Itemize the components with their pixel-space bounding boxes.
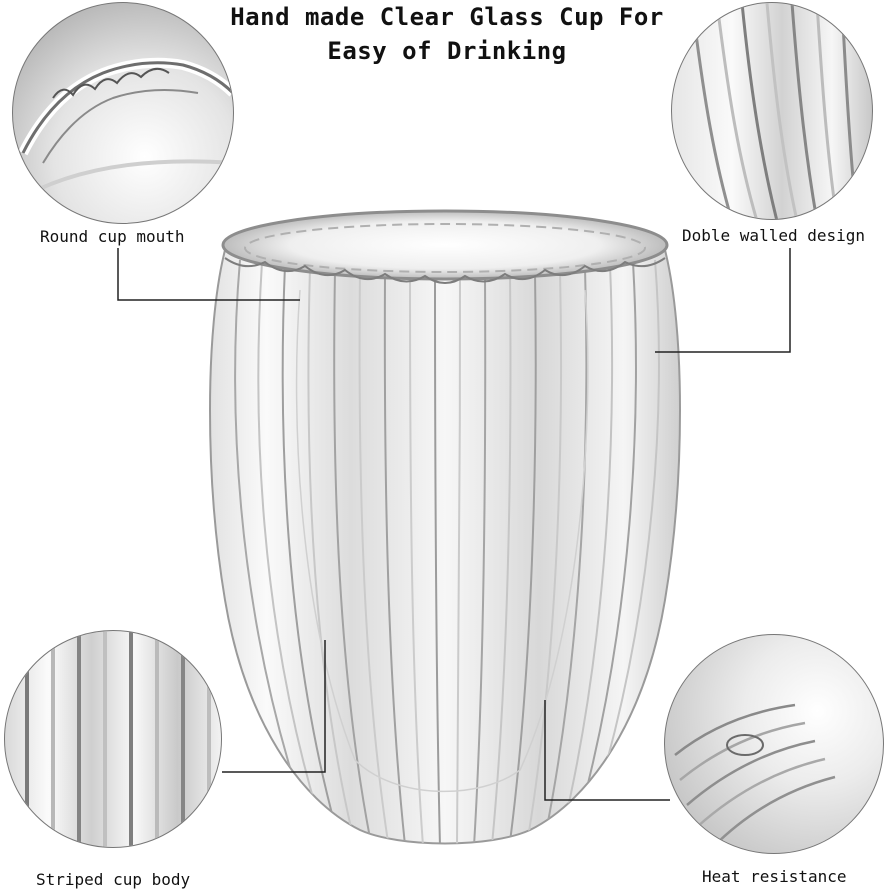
callout-heat-resistance: Heat resistance (702, 867, 847, 886)
detail-circle-double-wall (671, 2, 873, 220)
cup-body (209, 249, 681, 845)
leader-line-double-walled (655, 248, 791, 353)
title-line-1: Hand made Clear Glass Cup For (230, 3, 664, 31)
cup-mouth (221, 209, 669, 284)
detail-circle-rim (12, 2, 234, 224)
callout-striped-cup-body: Striped cup body (36, 870, 191, 889)
callout-double-walled-design: Doble walled design (682, 226, 866, 245)
title-line-2: Easy of Drinking (327, 37, 567, 65)
leader-line-striped-body (222, 640, 326, 773)
leader-line-heat-resistance (544, 700, 670, 801)
callout-leader-lines (117, 248, 791, 801)
callout-round-cup-mouth: Round cup mouth (40, 227, 185, 246)
leader-line-round-mouth (117, 248, 300, 301)
detail-circle-heat-resistance (664, 634, 884, 854)
page-title: Hand made Clear Glass Cup For Easy of Dr… (150, 0, 744, 68)
detail-circle-striped-body (4, 630, 222, 848)
